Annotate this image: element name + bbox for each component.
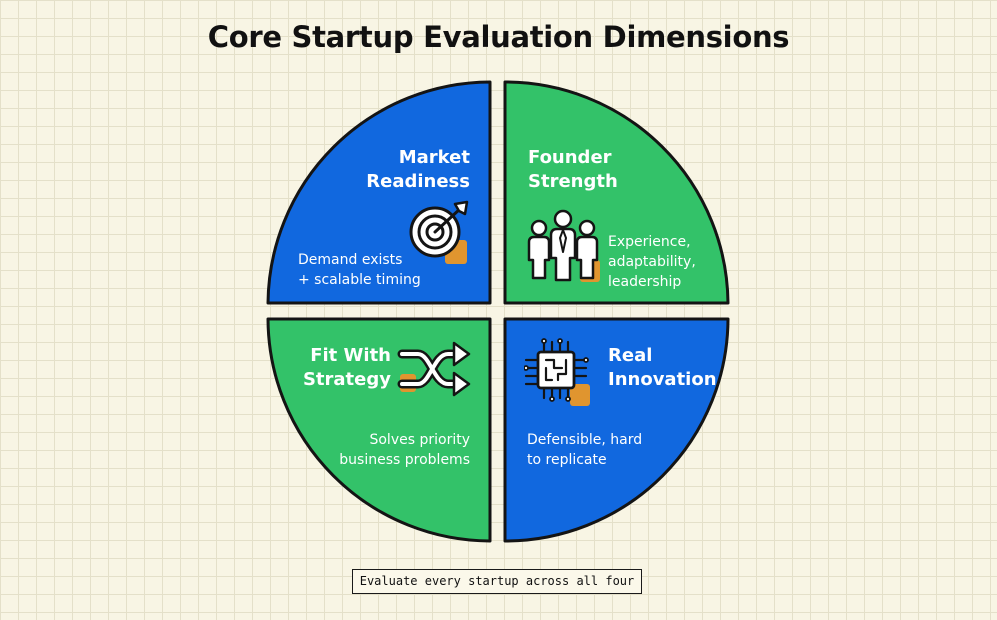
- founder-strength-description: Experience, adaptability, leadership: [608, 234, 696, 290]
- chip-icon: [524, 338, 590, 406]
- diagram-title: Core Startup Evaluation Dimensions: [207, 20, 790, 54]
- footer-note: Evaluate every startup across all four: [352, 569, 642, 594]
- real-innovation-description: Defensible, hard to replicate: [527, 432, 643, 468]
- fit-with-strategy-heading: Fit With Strategy: [302, 345, 391, 390]
- market-readiness-heading: Market Readiness: [366, 147, 470, 192]
- founder-strength-heading: Founder Strength: [528, 147, 618, 192]
- fit-with-strategy-description: Solves priority business problems: [339, 432, 470, 468]
- target-icon: [409, 200, 469, 264]
- team-icon: [527, 209, 600, 282]
- market-readiness-description: Demand exists + scalable timing: [298, 252, 421, 288]
- shuffle-arrows-icon: [397, 341, 471, 397]
- real-innovation-heading: Real Innovation: [608, 345, 717, 390]
